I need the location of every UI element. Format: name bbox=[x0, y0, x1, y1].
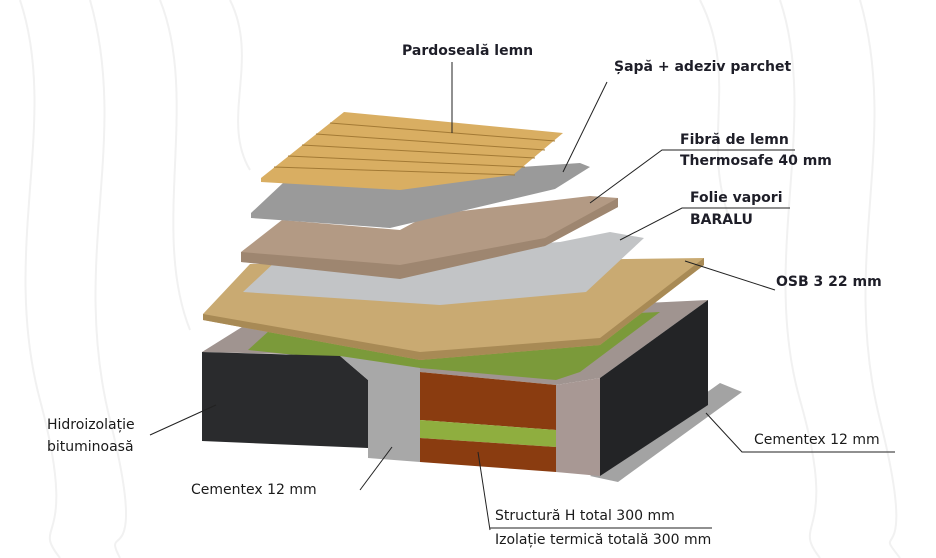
timber-lower bbox=[420, 438, 556, 472]
label-cementex-left: Cementex 12 mm bbox=[191, 482, 317, 498]
background-wood-grain bbox=[19, 0, 901, 558]
leader-lines bbox=[149, 62, 895, 531]
bitumen-front bbox=[202, 352, 368, 448]
label-sapa: Șapă + adeziv parchet bbox=[614, 59, 792, 75]
cementex-front bbox=[340, 356, 420, 462]
label-fibra-2: Thermosafe 40 mm bbox=[680, 153, 832, 169]
label-osb: OSB 3 22 mm bbox=[776, 274, 882, 290]
label-izolatie: Izolație termică totală 300 mm bbox=[495, 532, 712, 548]
floor-boards bbox=[273, 122, 556, 176]
label-cementex-right: Cementex 12 mm bbox=[754, 432, 880, 448]
label-folie-1: Folie vapori bbox=[690, 190, 783, 206]
fiber-layer bbox=[241, 196, 618, 272]
bitumen-side bbox=[600, 300, 708, 476]
label-hidro-2: bituminoasă bbox=[47, 439, 134, 455]
pink-edge bbox=[556, 378, 600, 476]
timber-upper bbox=[420, 372, 556, 430]
label-fibra-1: Fibră de lemn bbox=[680, 132, 789, 148]
label-pardoseala: Pardoseală lemn bbox=[402, 43, 534, 59]
label-structura: Structură H total 300 mm bbox=[495, 508, 675, 524]
label-folie-2: BARALU bbox=[690, 212, 753, 228]
label-hidro-1: Hidroizolație bbox=[47, 417, 135, 433]
screed-layer bbox=[251, 163, 590, 228]
